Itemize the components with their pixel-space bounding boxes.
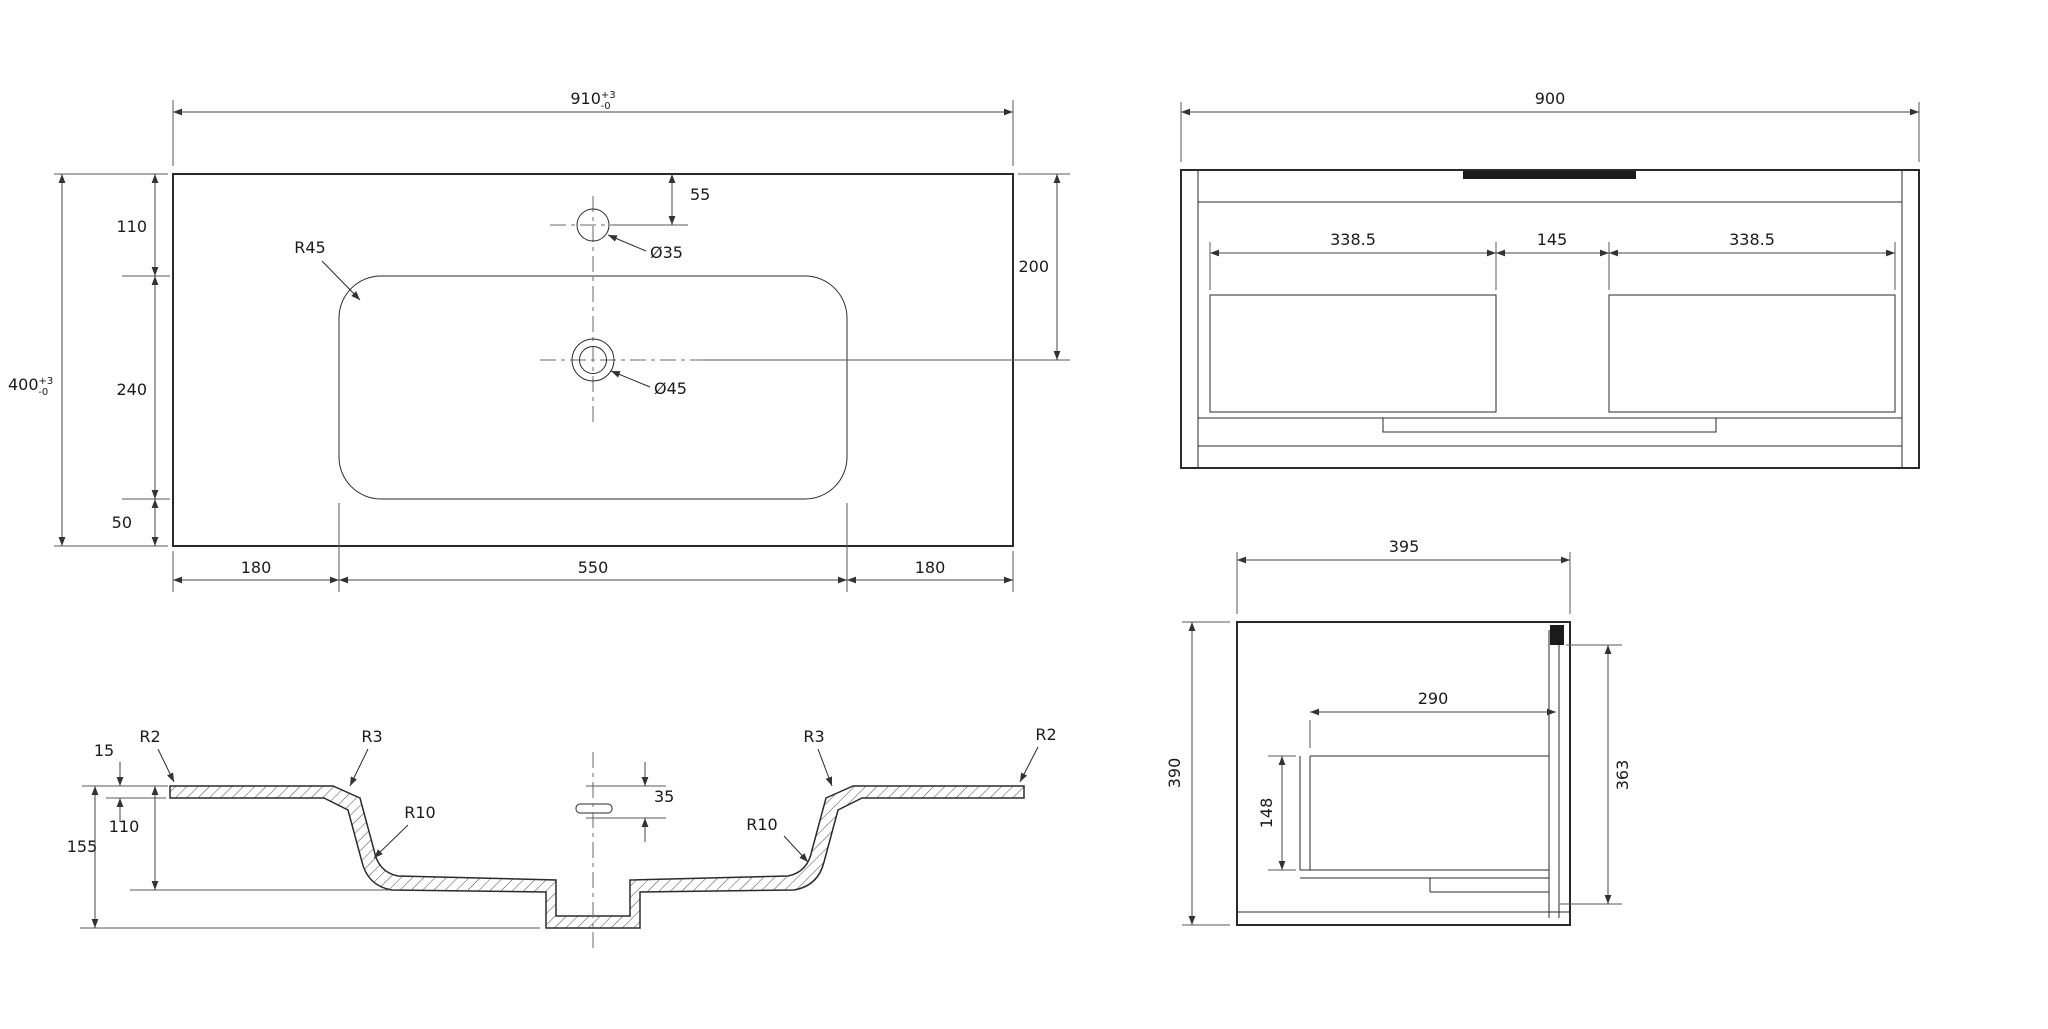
label-corner-radius: R45 (294, 238, 325, 257)
cabinet-side-outline (1236, 621, 1571, 926)
dim-top-to-basin: 110 (116, 217, 147, 236)
dim-basin-to-front: 50 (112, 513, 132, 532)
label-r10-left: R10 (404, 803, 435, 822)
cabinet-side-view: 395 390 363 290 148 (1165, 537, 1632, 926)
basin-shell-section (169, 785, 1025, 929)
basin-outline (338, 275, 848, 500)
dim-cabinet-width: 900 (1535, 89, 1566, 108)
right-drawer-front (1608, 294, 1896, 413)
dim-drawer-inner-height: 148 (1257, 798, 1276, 829)
label-r2-right: R2 (1035, 725, 1056, 744)
dim-center-gap: 145 (1537, 230, 1568, 249)
dim-left-drawer-width: 338.5 (1330, 230, 1376, 249)
dim-total-depth: 155 (67, 837, 98, 856)
dim-basin-inner-depth: 110 (109, 817, 140, 836)
dim-rim-thickness: 15 (94, 741, 114, 760)
dim-right-margin: 180 (915, 558, 946, 577)
dim-faucet-from-top: 55 (690, 185, 710, 204)
label-r3-right: R3 (803, 727, 824, 746)
bottom-recess (1382, 417, 1717, 433)
dim-cabinet-height: 390 (1165, 758, 1184, 789)
dim-right-drawer-width: 338.5 (1729, 230, 1775, 249)
dim-drawer-inner-depth: 290 (1418, 689, 1449, 708)
drain-hole-inner (579, 346, 607, 374)
label-r3-left: R3 (361, 727, 382, 746)
label-r2-left: R2 (139, 727, 160, 746)
dim-overflow-drop: 35 (654, 787, 674, 806)
label-drain-hole: Ø45 (654, 379, 687, 398)
dim-countertop-width: 910+3-0 (570, 89, 615, 112)
dim-left-margin: 180 (241, 558, 272, 577)
dim-basin-depth: 240 (116, 380, 147, 399)
top-groove (1463, 171, 1636, 179)
cabinet-front-view: 900 338.5 145 338.5 (1180, 89, 1920, 469)
dim-drain-from-top: 200 (1018, 257, 1049, 276)
drain-hole-outer (571, 338, 615, 382)
left-drawer-front (1209, 294, 1497, 413)
cabinet-front-outline (1180, 169, 1920, 469)
wall-bracket (1550, 625, 1564, 645)
dim-cabinet-depth: 395 (1389, 537, 1420, 556)
countertop-top-view: 910+3-0 400+3-0 110 240 50 200 55 180 (8, 89, 1070, 592)
overflow-slot (575, 803, 613, 814)
label-faucet-hole: Ø35 (650, 243, 683, 262)
label-r10-right: R10 (746, 815, 777, 834)
dim-countertop-depth: 400+3-0 (8, 375, 53, 398)
basin-section-view: 35 15 R2 R3 R3 R2 R10 R10 110 155 (67, 725, 1057, 950)
faucet-hole (576, 208, 610, 242)
dim-inner-height: 363 (1613, 760, 1632, 791)
dim-basin-width: 550 (578, 558, 609, 577)
